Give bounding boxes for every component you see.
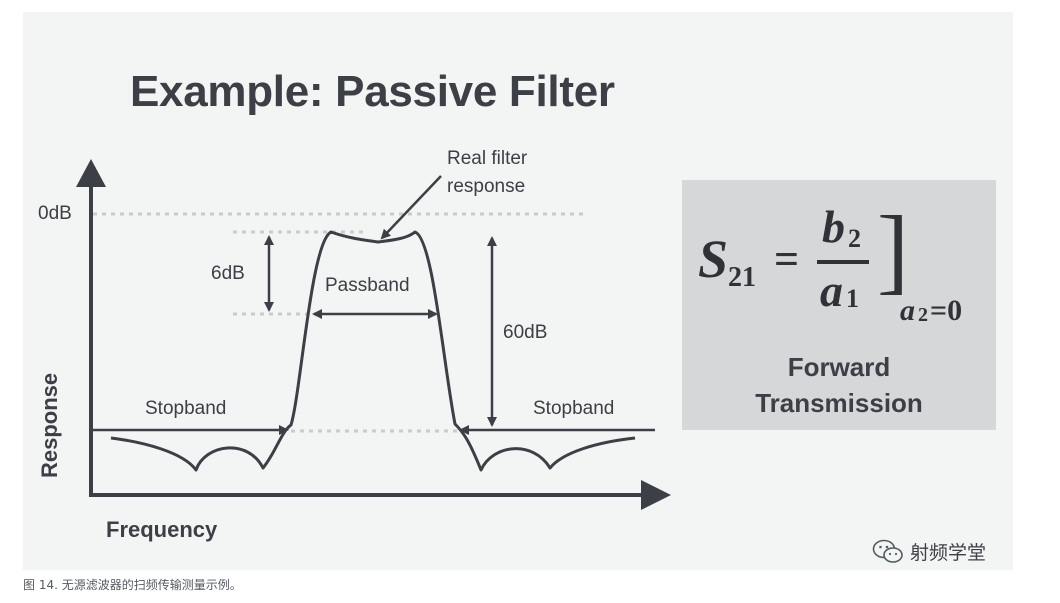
formula-condition-value: =0	[930, 294, 963, 327]
x-axis-label: Frequency	[106, 517, 218, 542]
label-6db: 6dB	[211, 263, 245, 284]
formula-denominator-subscript: 1	[846, 284, 859, 313]
figure-title: Example: Passive Filter	[130, 67, 615, 116]
figure-caption: 图 14. 无源滤波器的扫频传输测量示例。	[23, 578, 242, 592]
filter-diagram	[76, 159, 671, 510]
label-stopband-right: Stopband	[533, 398, 615, 419]
formula-box: S 21 = b 2 a 1 ] a 2 =0 Forward Transmis…	[682, 180, 996, 430]
watermark: 射频学堂	[872, 538, 986, 565]
x-axis-arrowhead	[641, 480, 671, 510]
wechat-icon	[872, 539, 903, 563]
formula-lhs-subscript: 21	[728, 262, 756, 293]
figure-panel: Example: Passive Filter 0dB 6dB	[23, 12, 1013, 570]
formula-fraction-bar	[817, 260, 869, 264]
label-passband: Passband	[325, 275, 410, 296]
label-60db: 60dB	[503, 322, 548, 343]
formula-equals: =	[774, 235, 800, 284]
formula-condition-subscript: 2	[918, 304, 928, 326]
formula-denominator: a	[820, 265, 843, 316]
watermark-text: 射频学堂	[910, 542, 987, 564]
real-filter-pointer-arrow	[380, 175, 442, 240]
formula-caption-line1: Forward	[787, 352, 891, 382]
label-real-filter-line1: Real filter	[447, 148, 528, 169]
formula-numerator: b	[822, 201, 845, 252]
y-axis-arrowhead	[76, 159, 106, 187]
formula-condition-symbol: a	[900, 294, 915, 327]
y-axis-label: Response	[37, 372, 62, 478]
formula-numerator-subscript: 2	[848, 224, 861, 253]
label-0db: 0dB	[38, 203, 72, 224]
formula-lhs-symbol: S	[698, 229, 729, 289]
formula-bracket: ]	[877, 196, 909, 303]
formula-caption-line2: Transmission	[755, 388, 923, 418]
label-real-filter-line2: response	[447, 176, 526, 197]
filter-response-curve	[110, 230, 636, 472]
label-stopband-left: Stopband	[145, 398, 227, 419]
